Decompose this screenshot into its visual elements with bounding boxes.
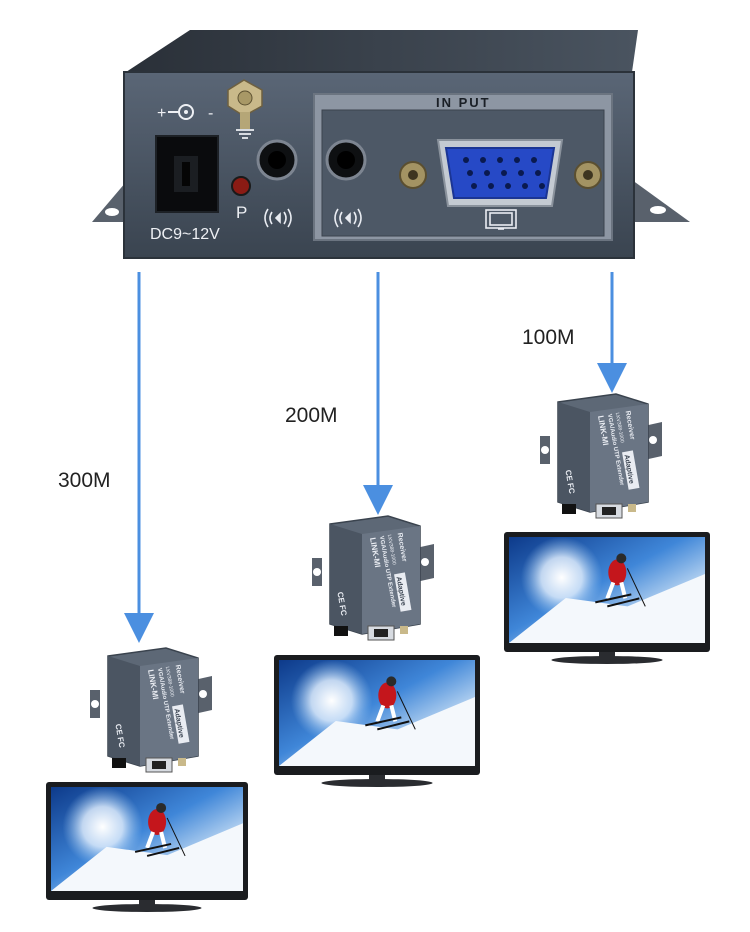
cert-marks: CE FC [335, 591, 348, 616]
cert-marks: CE FC [113, 723, 126, 748]
monitor [504, 532, 710, 664]
monitor-stand [321, 779, 433, 787]
vga-screw-left [399, 161, 427, 189]
power-label: DC9~12V [150, 226, 220, 243]
snow-slope [279, 697, 475, 766]
transmitter-top [126, 30, 638, 72]
cert-marks: CE FC [563, 469, 576, 494]
monitor [46, 782, 248, 912]
monitor [274, 655, 480, 787]
skier [365, 676, 416, 731]
monitor-stand [551, 656, 663, 664]
audio-jack-icon [562, 504, 576, 514]
distance-label-200: 200M [285, 404, 338, 427]
audio-jack-icon [325, 139, 367, 181]
distance-label-100: 100M [522, 326, 575, 349]
monitor-icon [485, 209, 517, 230]
led-label: P [236, 203, 247, 222]
audio-jack-icon [256, 139, 298, 181]
minus-label: - [208, 105, 213, 122]
snow-slope [509, 574, 705, 643]
receiver-model: LKV388-1000 [614, 412, 625, 443]
adaptive-badge [172, 704, 190, 744]
ear-hole-left [105, 208, 119, 216]
mounting-ear-right [632, 180, 690, 222]
vga-port-icon [436, 139, 564, 207]
distance-label-300: 300M [58, 469, 111, 492]
skier [595, 553, 646, 608]
input-label: IN PUT [436, 95, 491, 110]
receiver-model: LKV388-1000 [386, 534, 397, 565]
speaker-icon [334, 208, 362, 228]
ground-screw-icon [227, 79, 263, 139]
snow-slope [51, 823, 243, 891]
audio-jack-icon [112, 758, 126, 768]
adaptive-badge [622, 450, 640, 490]
mounting-ear-left [92, 182, 126, 222]
monitor-stand [92, 904, 202, 912]
led-icon [231, 176, 251, 196]
skier [134, 802, 186, 857]
vga-screw-right [574, 161, 602, 189]
plus-label: + [157, 105, 166, 122]
transmitter-unit: + - DC9~12V P [92, 30, 690, 259]
ear-hole-right [650, 206, 666, 214]
adaptive-badge [394, 572, 412, 612]
audio-jack-icon [334, 626, 348, 636]
speaker-icon [264, 208, 292, 228]
receiver-model: LKV388-1000 [164, 666, 175, 697]
